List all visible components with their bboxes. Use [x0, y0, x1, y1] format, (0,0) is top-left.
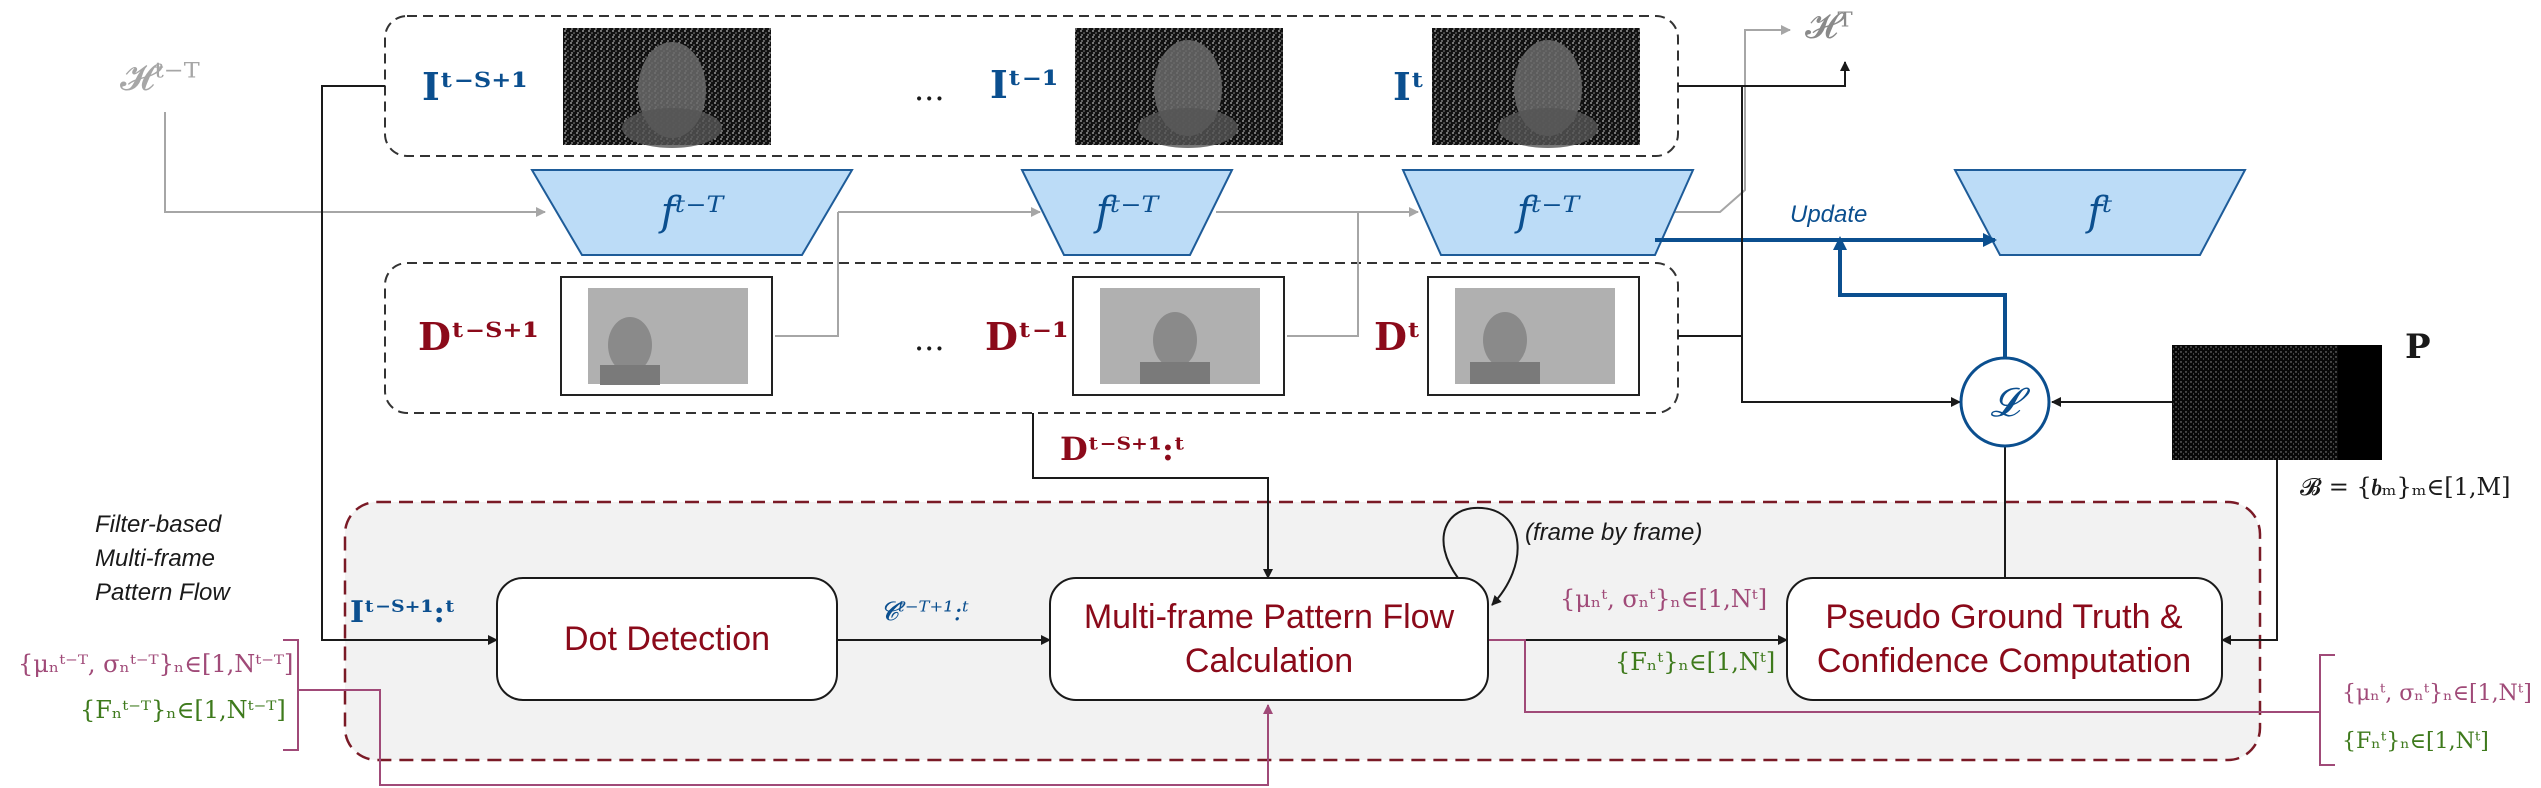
pipeline-input-label: 𝐈ᵗ⁻ᵀ⁺¹:ᵗ: [350, 595, 456, 630]
pseudo-gt-label-line1: Pseudo Ground Truth &: [1825, 598, 2183, 636]
depth-image-1: [560, 276, 773, 396]
depth-to-flow-arrow: [1032, 413, 1273, 579]
ir-image-2: [1075, 28, 1283, 148]
depth-image-3: [1427, 276, 1640, 396]
pattern-flow-label-line1: Multi-frame Pattern Flow: [1084, 598, 1455, 636]
dot-detection-label: Dot Detection: [564, 620, 770, 658]
history-left-label: 𝓗ᵗ⁻ᵀ: [120, 55, 200, 99]
depth-label-3: 𝐃ᵗ: [1374, 314, 1421, 359]
ir-label-2: 𝐈ᵗ⁻¹: [990, 62, 1059, 107]
ir-label-3: 𝐈ᵗ: [1393, 64, 1425, 109]
left-F-label: {Fₙᵗ⁻ᵀ}ₙ∈[1,Nᵗ⁻ᵀ]: [80, 696, 286, 724]
frame-to-history-arrow: [1678, 61, 1850, 87]
left-bracket: [283, 639, 299, 751]
network-f1-label: 𝑓ᵗ⁻ᵀ: [658, 189, 726, 235]
ir-ellipsis: ...: [914, 70, 945, 108]
network-f-new-label: 𝑓ᵗ: [2085, 189, 2113, 235]
depth-label-2: 𝐃ᵗ⁻¹: [985, 314, 1069, 359]
depth-image-2: [1072, 276, 1285, 396]
pseudo-gt-label-line2: Confidence Computation: [1817, 642, 2191, 680]
network-f2: [1020, 169, 1234, 256]
right-mu-sigma-label: {μₙᵗ, σₙᵗ}ₙ∈[1,Nᵗ]: [2342, 681, 2532, 706]
depth-sequence-label: 𝐃ᵗ⁻ᵀ⁺¹:ᵗ: [1060, 430, 1186, 468]
history-input-arrow: [164, 112, 546, 217]
ir-label-1: 𝐈ᵗ⁻ᵀ⁺¹: [422, 64, 528, 109]
pattern-set-label: 𝓑 = {𝒃ₘ}ₘ∈[1,M]: [2300, 473, 2510, 501]
right-F-label: {Fₙᵗ}ₙ∈[1,Nᵗ]: [2342, 729, 2489, 754]
dot-detection-box: [496, 577, 838, 701]
ir-to-dot-detection-arrow: [321, 85, 498, 645]
depth2-link: [1287, 212, 1359, 337]
pipeline-title-line3: Pattern Flow: [95, 579, 231, 606]
frame-by-frame-label: (frame by frame): [1525, 519, 1702, 546]
network-f3-label: 𝑓ᵗ⁻ᵀ: [1514, 189, 1582, 235]
network-f2-label: 𝑓ᵗ⁻ᵀ: [1093, 189, 1161, 235]
loss-circle: [1959, 356, 2051, 448]
depth-ellipsis: ...: [914, 320, 945, 358]
history-output-arrow: [1598, 25, 1791, 213]
update-label: Update: [1790, 201, 1867, 228]
depth-label-1: 𝐃ᵗ⁻ᵀ⁺¹: [418, 314, 539, 359]
history-right-label: 𝓗ᵀ: [1805, 6, 1853, 47]
pattern-flow-box: [1049, 577, 1489, 701]
flow-F-label: {Fₙᵗ}ₙ∈[1,Nᵗ]: [1615, 648, 1775, 676]
network-f1: [530, 169, 854, 256]
right-bracket: [2319, 654, 2335, 766]
frame-by-frame-loop: [1442, 506, 1519, 606]
network-f3: [1401, 169, 1695, 256]
pipeline-title-line2: Multi-frame: [95, 545, 215, 572]
pattern-to-pgt-arrow: [2221, 460, 2278, 645]
ir-image-3: [1432, 28, 1640, 148]
pattern-label: 𝐏: [2405, 327, 2431, 367]
flow-to-output-line: [1488, 639, 2320, 713]
loss-to-update-arrow: [1833, 236, 2007, 372]
dots-set-label: 𝓒ᵗ⁻ᵀ⁺¹:ᵗ: [880, 597, 969, 627]
pattern-image: [2172, 345, 2382, 460]
frame-to-loss-arrow: [1741, 86, 1961, 407]
pattern-flow-label-line2: Calculation: [1185, 642, 1353, 680]
previous-state-to-flow-arrow: [298, 689, 1273, 786]
depth-image-container: [384, 262, 1679, 414]
pipeline-title-line1: Filter-based: [95, 511, 222, 538]
pseudo-gt-box: [1786, 577, 2223, 701]
depth1-link: [775, 212, 839, 337]
network-f-new: [1953, 169, 2247, 256]
left-mu-sigma-label: {μₙᵗ⁻ᵀ, σₙᵗ⁻ᵀ}ₙ∈[1,Nᵗ⁻ᵀ]: [18, 650, 293, 678]
flow-mu-sigma-label: {μₙᵗ, σₙᵗ}ₙ∈[1,Nᵗ]: [1560, 585, 1767, 613]
ir-image-1: [563, 28, 771, 148]
